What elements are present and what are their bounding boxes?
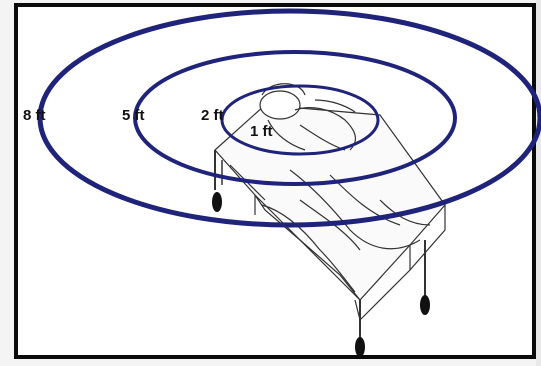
label-1ft: 1 ft bbox=[250, 123, 273, 140]
label-8ft: 8 ft bbox=[23, 107, 46, 124]
label-5ft: 5 ft bbox=[122, 107, 145, 124]
label-2ft: 2 ft bbox=[201, 107, 224, 124]
